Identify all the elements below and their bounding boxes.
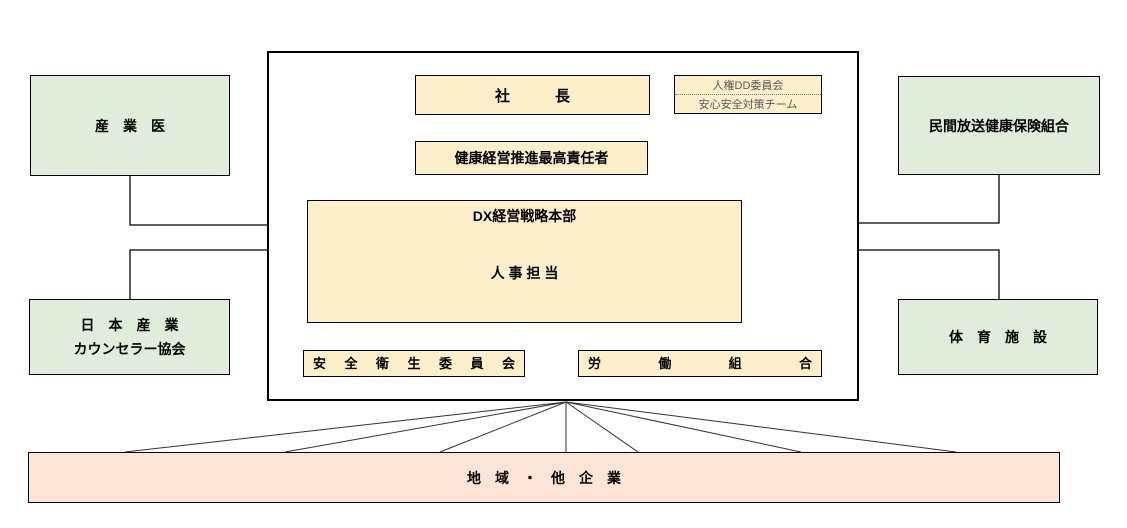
dx-division-title: DX経営戦略本部 [472, 208, 577, 224]
dx-strategy-division-box: DX経営戦略本部 人 事 担 当 [307, 200, 742, 323]
safety-security-team-label: 安心安全対策チーム [698, 99, 798, 111]
community-other-companies-box: 地 域 ・ 他 企 業 [28, 452, 1060, 503]
occupational-physician-box: 産 業 医 [30, 75, 230, 176]
counselor-association-line1: 日 本 産 業 [80, 317, 179, 333]
hr-section-label: 人 事 担 当 [490, 265, 559, 281]
broadcast-health-insurance-union-box: 民間放送健康保険組合 [898, 76, 1100, 175]
safety-hygiene-committee-box: 安 全 衛 生 委 員 会 [303, 350, 525, 377]
labor-union-box: 労 働 組 合 [578, 350, 822, 377]
president-box: 社 長 [415, 75, 650, 115]
sports-facility-box: 体 育 施 設 [898, 299, 1098, 375]
counselor-association-box: 日 本 産 業 カウンセラー協会 [29, 299, 230, 375]
human-rights-dd-committee-label: 人権DD委員会 [675, 76, 821, 95]
committees-box: 人権DD委員会 安心安全対策チーム [674, 75, 822, 114]
health-management-chief-officer-box: 健康経営推進最高責任者 [415, 141, 648, 175]
counselor-association-line2: カウンセラー協会 [73, 341, 186, 357]
